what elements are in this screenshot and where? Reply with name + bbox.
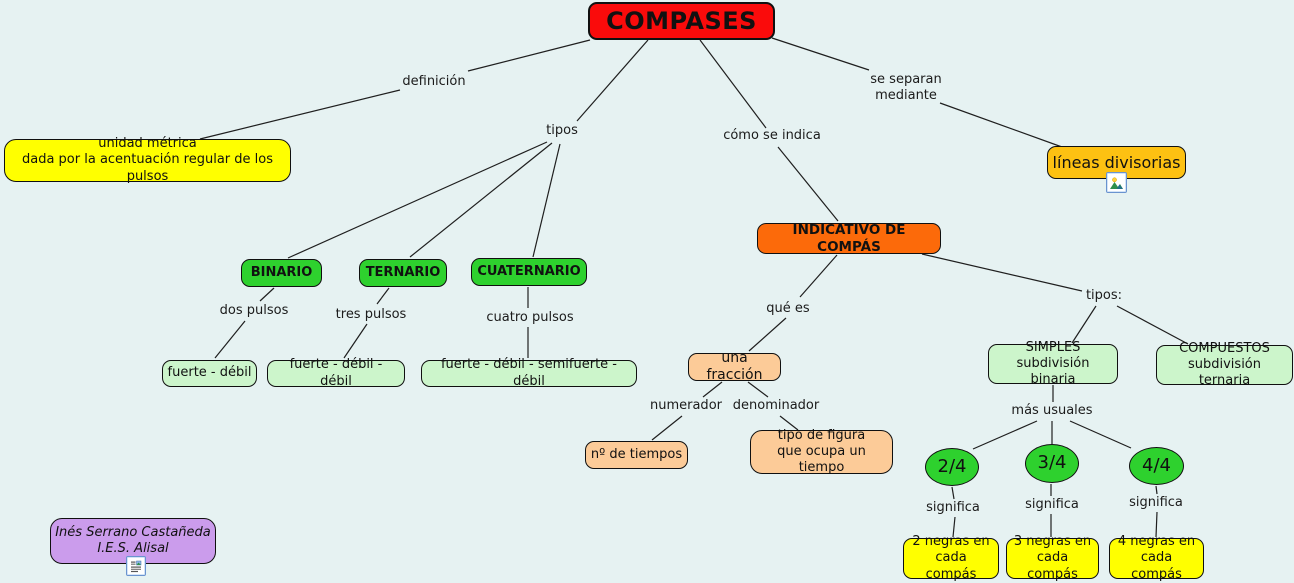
linking-label-que-es: qué es xyxy=(766,301,810,316)
node-compas-4-4[interactable]: 4/4 xyxy=(1129,447,1184,485)
node-unidad-metrica[interactable]: unidad métrica dada por la acentuación r… xyxy=(4,136,291,184)
linking-label-significa-3: significa xyxy=(1129,495,1183,510)
node-3-negras[interactable]: 3 negras en cada compás xyxy=(1006,534,1099,582)
node-una-fraccion[interactable]: una fracción xyxy=(688,350,781,383)
linking-label-definicion: definición xyxy=(402,74,466,89)
linking-label-numerador: numerador xyxy=(649,398,722,413)
node-fuerte-debil-debil[interactable]: fuerte - débil - débil xyxy=(267,357,405,389)
node-fuerte-debil-semifuerte-debil[interactable]: fuerte - débil - semifuerte - débil xyxy=(421,357,637,389)
node-compas-3-4[interactable]: 3/4 xyxy=(1025,444,1079,483)
node-compas-2-4[interactable]: 2/4 xyxy=(925,448,979,486)
node-2-negras[interactable]: 2 negras en cada compás xyxy=(903,534,999,582)
linking-label-cuatro-pulsos: cuatro pulsos xyxy=(486,310,574,325)
document-resource-icon[interactable] xyxy=(126,556,146,576)
image-resource-icon[interactable] xyxy=(1106,172,1127,193)
node-compases[interactable]: COMPASES xyxy=(588,2,775,40)
linking-label-tres-pulsos: tres pulsos xyxy=(335,307,407,322)
linking-label-mas-usuales: más usuales xyxy=(1011,403,1093,418)
linking-label-como-se-indica: cómo se indica xyxy=(723,128,821,143)
node-compuestos[interactable]: COMPUESTOS subdivisión ternaria xyxy=(1156,341,1293,388)
node-ternario[interactable]: TERNARIO xyxy=(359,259,447,287)
node-simples[interactable]: SIMPLES subdivisión binaria xyxy=(988,340,1118,387)
image-icon-glyph xyxy=(1110,176,1123,189)
document-icon-glyph xyxy=(130,559,142,573)
node-binario[interactable]: BINARIO xyxy=(241,259,322,287)
node-cuaternario[interactable]: CUATERNARIO xyxy=(471,258,587,286)
node-4-negras[interactable]: 4 negras en cada compás xyxy=(1109,534,1204,582)
linking-label-significa-1: significa xyxy=(926,500,980,515)
node-indicativo-de-compas[interactable]: INDICATIVO DE COMPÁS xyxy=(757,222,941,255)
node-fuerte-debil[interactable]: fuerte - débil xyxy=(162,360,257,387)
linking-label-tipos-colon: tipos: xyxy=(1085,288,1123,303)
linking-label-tipos: tipos xyxy=(546,123,578,138)
linking-label-dos-pulsos: dos pulsos xyxy=(219,303,289,318)
linking-label-denominador: denominador xyxy=(732,398,820,413)
linking-label-significa-2: significa xyxy=(1025,497,1079,512)
linking-label-se-separan-mediante: se separan mediante xyxy=(870,72,942,103)
node-tipo-de-figura[interactable]: tipo de figura que ocupa un tiempo xyxy=(750,428,893,475)
node-numero-de-tiempos[interactable]: nº de tiempos xyxy=(585,441,688,469)
